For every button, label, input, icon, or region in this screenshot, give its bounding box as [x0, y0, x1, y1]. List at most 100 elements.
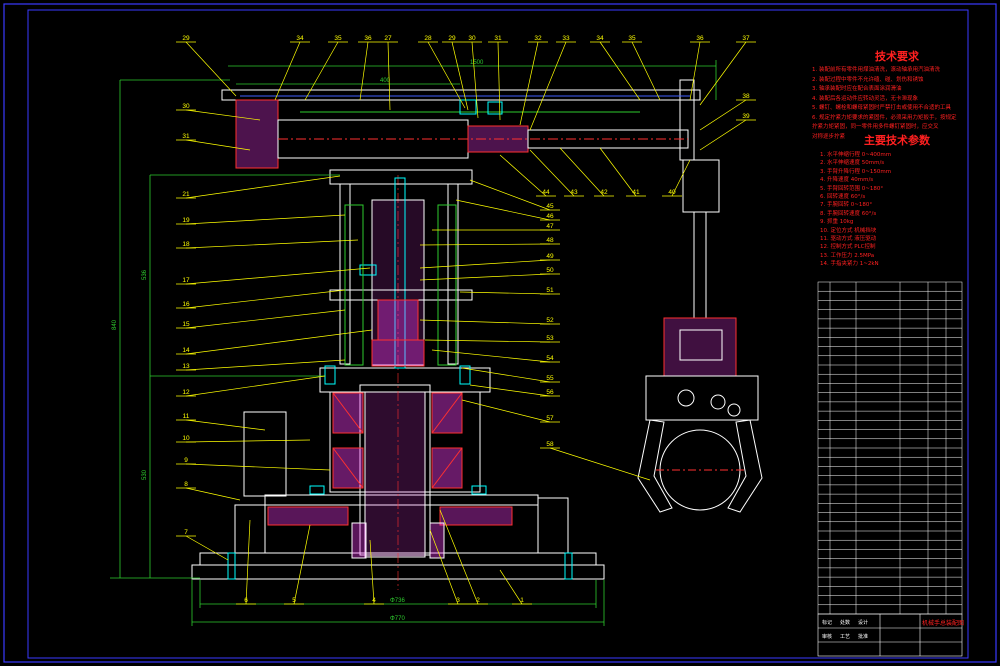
leader-line [369, 539, 375, 605]
parameter-item: 14. 手指夹紧力 1~2kN [820, 261, 879, 268]
part-number-label: 51 [546, 287, 554, 294]
leader-line [469, 384, 551, 397]
leader-line [185, 487, 241, 501]
leader-line [185, 109, 261, 121]
leader-line [699, 99, 747, 131]
main-parameters-title: 主要技术参数 [864, 134, 930, 147]
leader-line [185, 139, 251, 151]
part-number-label: 4 [372, 597, 376, 604]
parameter-item: 9. 抓重 10kg [820, 219, 854, 226]
part-number-label: 18 [182, 241, 190, 248]
part-number-label: 48 [546, 237, 554, 244]
leader-line [631, 41, 661, 101]
leader-line [304, 41, 339, 101]
part-number-label: 56 [546, 389, 554, 396]
leader-line [459, 291, 551, 295]
leader-line [419, 243, 551, 246]
part-number-label: 17 [182, 277, 190, 284]
part-number-label: 14 [182, 347, 190, 354]
part-number-label: 42 [600, 189, 608, 196]
parameter-item: 2. 水平伸缩速度 50mm/s [820, 160, 885, 167]
leader-line [185, 439, 311, 443]
parameter-item: 6. 回转速度 60°/s [820, 194, 866, 201]
leader-line [274, 41, 301, 101]
leader-line [293, 524, 311, 605]
leader-line [185, 535, 229, 561]
parameter-item: 3. 手臂升降行程 0~150mm [820, 168, 892, 175]
leader-line [387, 41, 391, 111]
part-number-label: 43 [570, 189, 578, 196]
parameter-item: 5. 手臂回转范围 0~180° [820, 185, 884, 192]
parameter-item: 10. 定位方式 机械挡块 [820, 227, 877, 234]
parameter-item: 8. 手腕回转速度 60°/s [820, 210, 877, 217]
leader-line [439, 509, 479, 605]
leader-line [549, 447, 651, 481]
part-number-label: 49 [546, 253, 554, 260]
dim-left-upper: 536 [142, 269, 148, 280]
leader-line [185, 463, 331, 471]
part-number-label: 31 [494, 35, 502, 42]
title-block-title: 机械手总装配图 [922, 619, 964, 627]
leader-line [671, 159, 691, 197]
part-number-label: 58 [546, 441, 554, 448]
technical-note-item: 3. 轴承装配时应在配合表面涂润滑油 [812, 86, 902, 92]
part-number-label: 11 [183, 413, 190, 420]
part-number-label: 13 [182, 363, 190, 370]
part-number-label: 36 [364, 35, 372, 42]
parameter-item: 12. 控制方式 PLC控制 [820, 244, 876, 251]
leader-line [185, 359, 346, 371]
title-block [817, 613, 963, 657]
part-number-label: 7 [184, 529, 188, 536]
part-number-label: 6 [244, 597, 248, 604]
title-block-label: 审核 [822, 633, 832, 640]
part-number-label: 28 [424, 35, 432, 42]
technical-notes-title: 技术要求 [875, 50, 919, 63]
part-number-label: 2 [476, 597, 480, 604]
leader-line [599, 147, 637, 197]
part-number-label: 33 [562, 35, 570, 42]
parameter-item: 13. 工作压力 2.5MPa [820, 252, 875, 259]
title-block-label: 标记 [822, 619, 832, 626]
technical-note-item: 6. 规定拧紧力矩要求的紧固件，必须采用力矩扳手，按规定 [812, 114, 957, 121]
technical-note-item: 5. 螺钉、螺栓和螺母紧固时严禁打击或使用不合适的工具 [812, 105, 951, 111]
parameter-item: 11. 驱动方式 液压驱动 [820, 236, 877, 243]
title-block-label: 设计 [858, 619, 868, 626]
part-number-label: 35 [334, 35, 342, 42]
leader-line [185, 41, 237, 97]
leader-line [185, 267, 371, 285]
parameter-item: 4. 升降速度 40mm/s [820, 177, 874, 184]
part-number-label: 1 [520, 597, 524, 604]
part-number-label: 29 [448, 35, 456, 42]
parameter-item: 7. 手腕回转 0~180° [820, 202, 873, 209]
leader-line [519, 41, 539, 126]
leader-line [529, 149, 575, 197]
part-number-label: 31 [182, 133, 190, 140]
leader-line [431, 349, 551, 363]
part-number-label: 5 [292, 597, 296, 604]
leader-line [599, 41, 641, 101]
leader-line [359, 41, 369, 101]
technical-note-item: 2. 装配过程中零件不允许磕、碰、划伤和锈蚀 [812, 76, 924, 83]
part-number-label: 32 [534, 35, 542, 42]
leader-line [689, 41, 701, 101]
part-number-label: 47 [546, 223, 554, 230]
part-number-label: 3 [456, 597, 460, 604]
leader-line [419, 319, 551, 325]
part-number-label: 54 [546, 355, 554, 362]
leader-line [469, 179, 551, 211]
part-number-label: 27 [384, 35, 392, 42]
leader-line [419, 259, 551, 269]
leader-line [185, 309, 346, 329]
leader-line [429, 529, 459, 605]
parts-list-table [817, 281, 963, 615]
part-number-label: 9 [184, 457, 188, 464]
part-number-label: 50 [546, 267, 554, 274]
technical-note-item: 1. 装配前所有零件用煤油清洗，滚动轴承用汽油清洗 [812, 67, 940, 73]
lift-column [329, 169, 473, 369]
part-number-label: 52 [546, 317, 554, 324]
arm-assembly [221, 79, 701, 169]
